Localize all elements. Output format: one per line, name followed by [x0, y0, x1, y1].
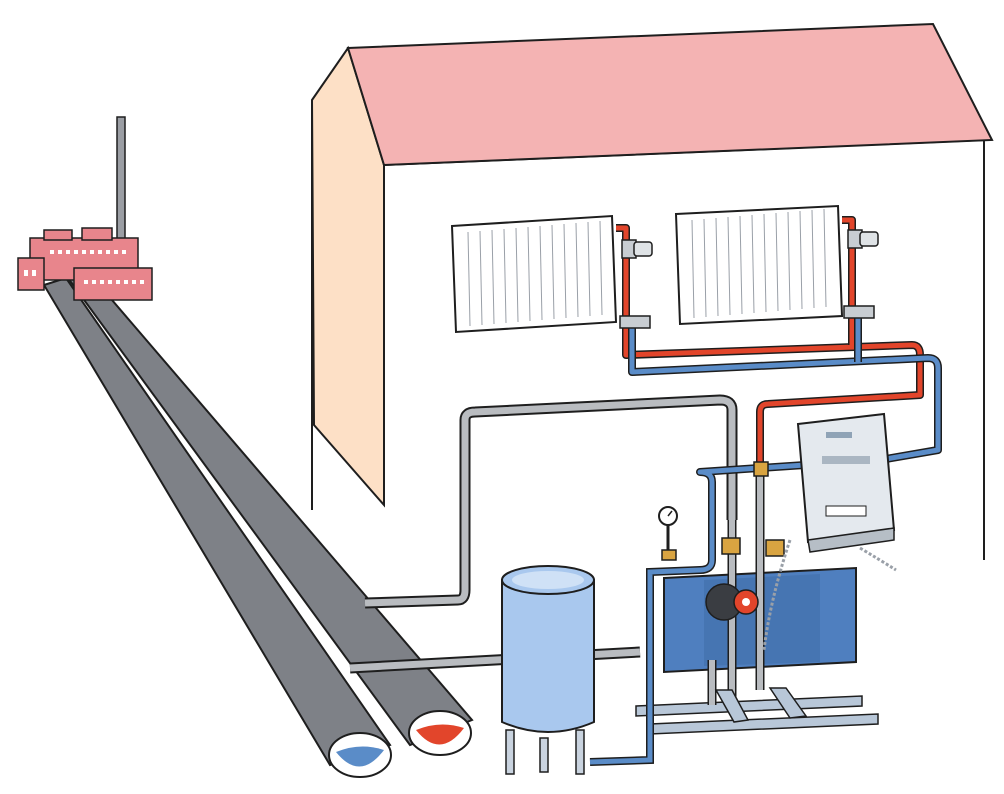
valve-brass-1: [722, 538, 740, 554]
factory-icon: [18, 117, 152, 300]
tank-body: [502, 580, 594, 732]
valve-brass-2: [766, 540, 784, 556]
district-supply-pipe: [68, 272, 472, 745]
factory-roof-block-2: [82, 228, 112, 240]
expansion-tank-icon: [502, 566, 594, 774]
district-pipes: [44, 272, 472, 777]
pressure-gauge-icon: [659, 507, 677, 560]
radiator-1: [452, 216, 616, 332]
factory-annex: [18, 258, 44, 290]
house-roof: [348, 24, 992, 165]
chimney-icon: [117, 117, 125, 242]
valve-brass-3: [754, 462, 768, 476]
factory-roof-block-1: [44, 230, 72, 240]
radiator-2: [676, 206, 842, 324]
